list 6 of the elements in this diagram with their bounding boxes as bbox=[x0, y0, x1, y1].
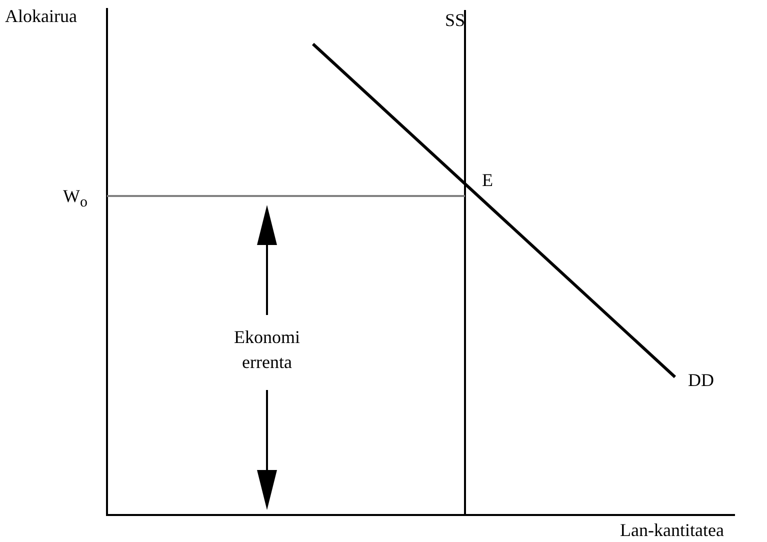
axis-label: Alokairua bbox=[5, 5, 77, 27]
curve-label: SS bbox=[445, 9, 466, 31]
axis-label: W$_{o}$ bbox=[63, 185, 88, 213]
point-label: E bbox=[482, 169, 493, 191]
curve-label: DD bbox=[688, 369, 714, 391]
axis-label: Lan-kantitatea bbox=[620, 519, 724, 541]
